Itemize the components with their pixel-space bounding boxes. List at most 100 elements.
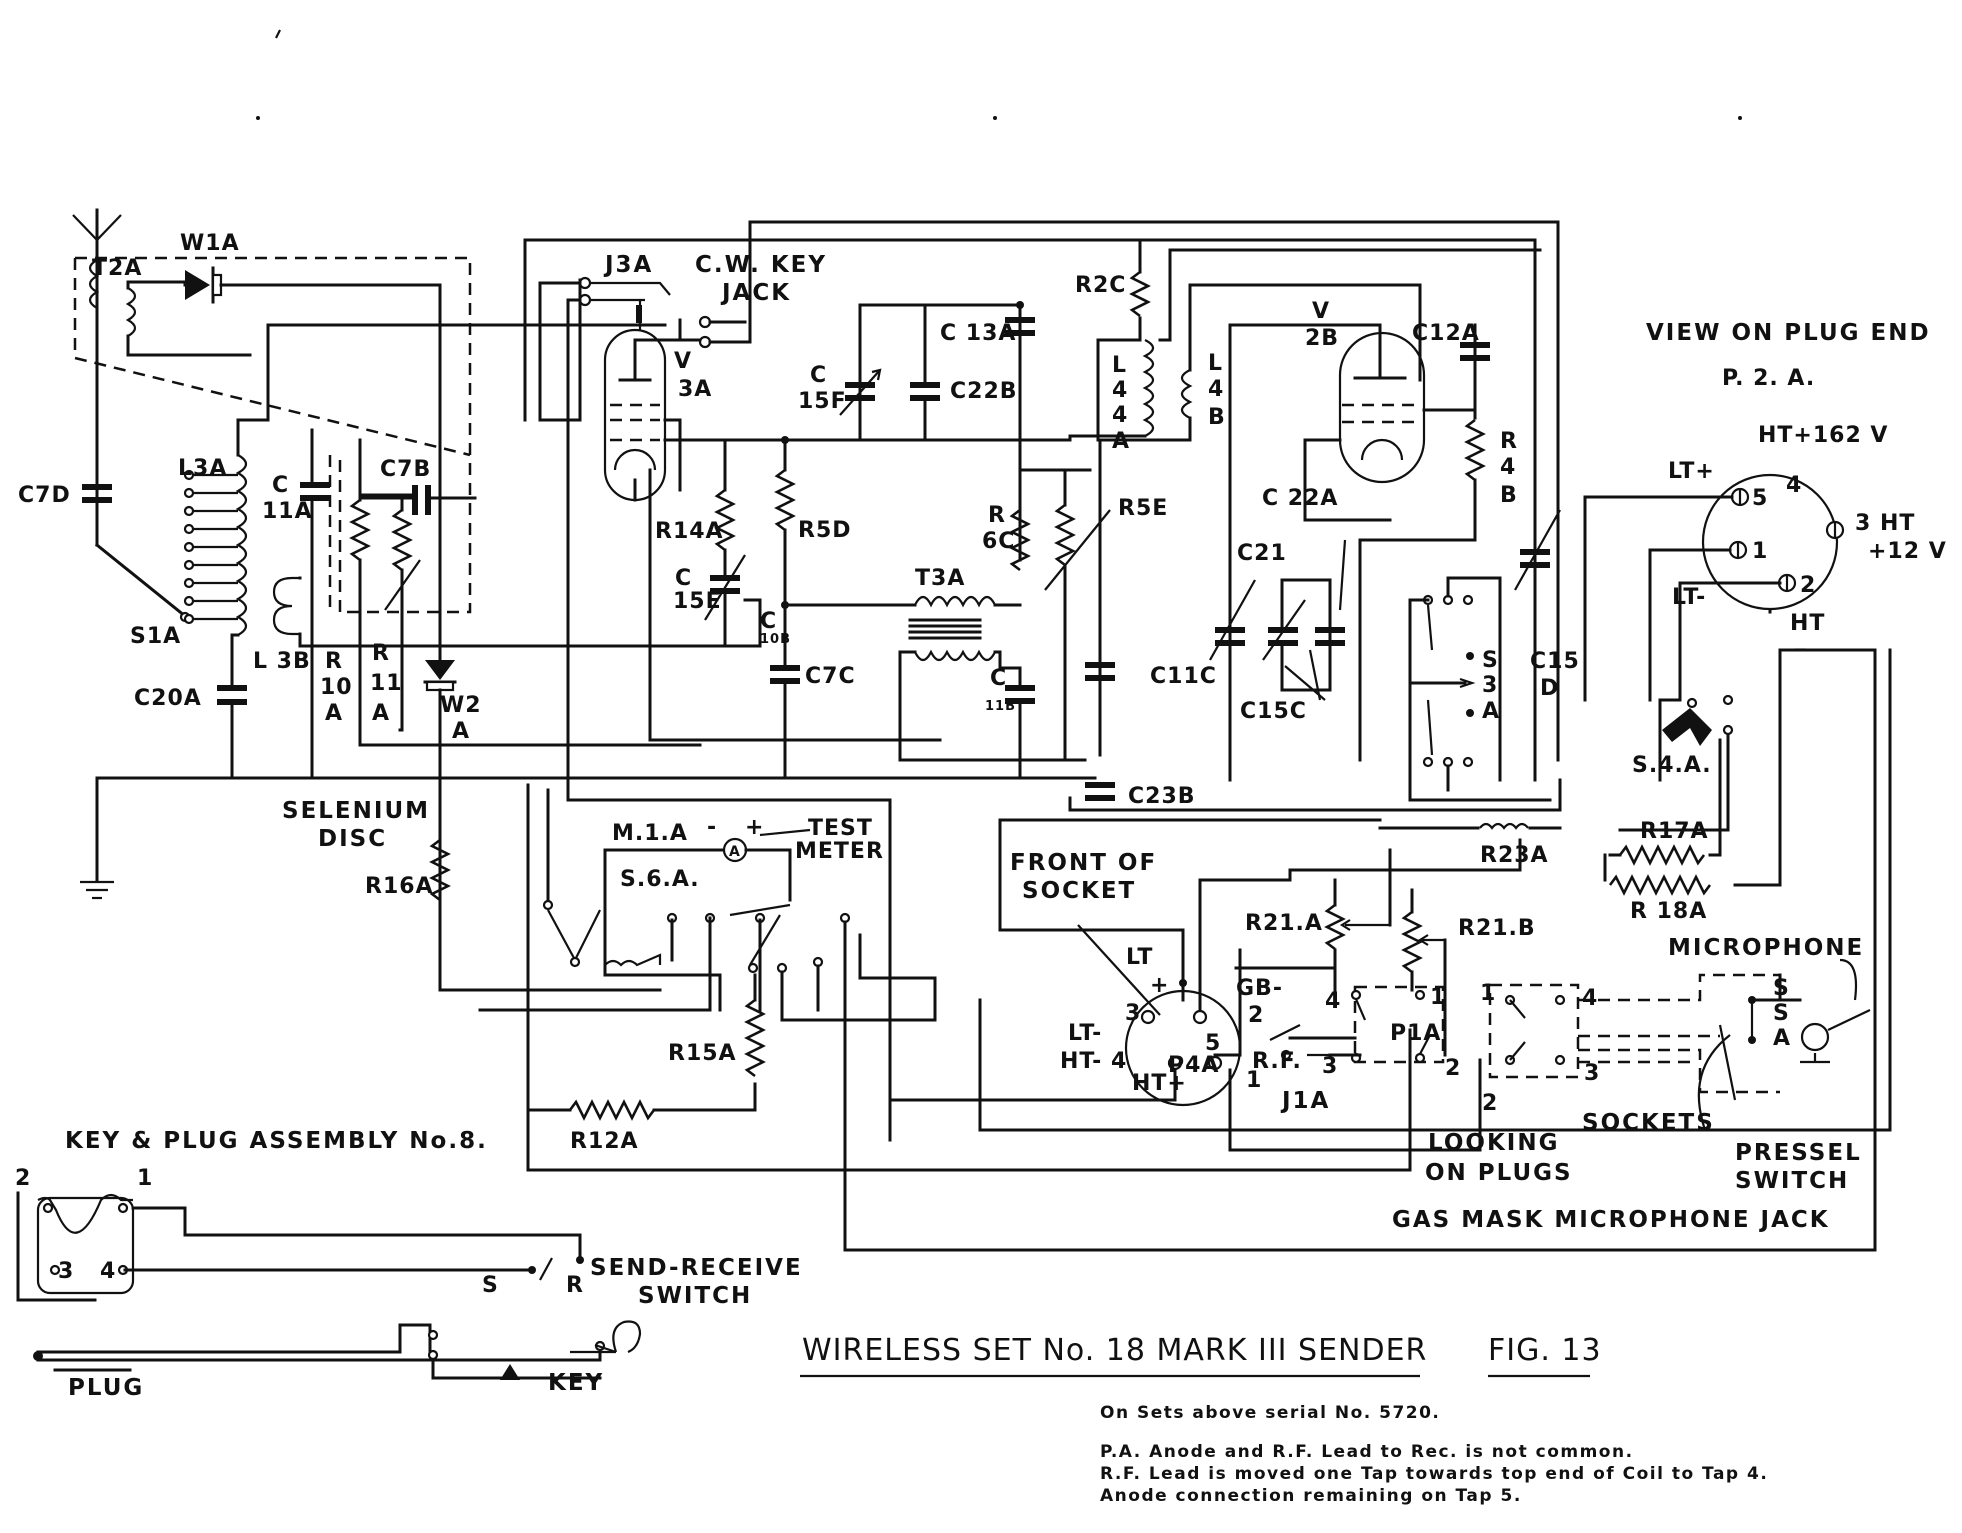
label-r4b-1: R: [1500, 429, 1518, 454]
label-w2a-1: W2: [440, 693, 482, 718]
label-ht-under: HT: [1790, 611, 1825, 636]
label-pressel-1: PRESSEL: [1735, 1140, 1862, 1166]
label-ht12-2: +12 V: [1868, 539, 1947, 564]
label-r12a: R12A: [570, 1129, 639, 1154]
label-c11a-2: 11A: [262, 499, 313, 524]
label-looking-1: LOOKING: [1428, 1130, 1559, 1156]
label-lt-plus2: +: [1150, 973, 1169, 998]
label-v3a-1: V: [674, 349, 692, 374]
label-kp-s: S: [482, 1273, 499, 1298]
label-j3a: J3A: [603, 252, 653, 278]
label-kp-3: 3: [58, 1259, 74, 1284]
label-sock-4: 4: [1582, 986, 1598, 1011]
label-p1a: P1A: [1390, 1021, 1441, 1046]
label-cwkey-1: C.W. KEY: [695, 252, 827, 278]
s4a-switch: [843, 648, 1877, 1252]
label-view-plug: VIEW ON PLUG END: [1646, 320, 1931, 346]
label-gb-1: GB-: [1236, 976, 1283, 1001]
label-l4a-1: L: [1112, 353, 1127, 378]
t3a-transformer: [898, 595, 1087, 780]
r14a-r5d-c15e-c7c: [704, 436, 917, 780]
label-p4a-5: 5: [1205, 1031, 1221, 1056]
label-l3a: L3A: [178, 456, 227, 481]
label-w1a: W1A: [180, 231, 240, 256]
label-j1a: J1A: [1280, 1088, 1330, 1114]
label-lt-minus2: LT-: [1068, 1021, 1102, 1046]
plug-p2a: [1583, 473, 1845, 702]
label-l4a-2: 4: [1112, 378, 1128, 403]
label-c23b: C23B: [1128, 784, 1196, 809]
label-front-2: SOCKET: [1022, 878, 1136, 904]
label-w2a-2: A: [452, 719, 470, 744]
earth-rail: [80, 776, 1097, 900]
label-r6c-1: R: [988, 503, 1006, 528]
scan-marks: [256, 29, 1742, 120]
r17a-r18a-r23a: [1378, 648, 1877, 896]
figure-number: FIG. 13: [1488, 1333, 1602, 1368]
label-v3a-2: 3A: [678, 377, 712, 402]
label-c7d: C7D: [18, 483, 71, 508]
label-rf: R.F.: [1252, 1049, 1302, 1074]
label-r15a: R15A: [668, 1041, 737, 1066]
diagram-title: WIRELESS SET No. 18 MARK III SENDER: [802, 1333, 1427, 1368]
label-r10a-3: A: [325, 701, 343, 726]
note-serial: On Sets above serial No. 5720.: [1100, 1403, 1440, 1423]
label-r10a-1: R: [325, 649, 343, 674]
label-pin1: 1: [1752, 539, 1768, 564]
label-r11a-3: A: [372, 701, 390, 726]
label-c15e-2: 15E: [673, 589, 722, 614]
l3a-taps: [183, 469, 238, 625]
label-ht-minus: HT- 4: [1060, 1049, 1127, 1074]
label-ht12-1: 3 HT: [1855, 511, 1915, 536]
label-s6a: S.6.A.: [620, 867, 700, 892]
label-send-2: SWITCH: [638, 1283, 752, 1309]
label-c13a: C 13A: [940, 321, 1016, 346]
label-t2a: T2A: [92, 256, 142, 281]
label-r17a: R17A: [1640, 819, 1709, 844]
label-c10b-1: C: [760, 609, 777, 634]
v2b-valve: [1228, 323, 1490, 782]
l3a-coil: [183, 323, 762, 780]
label-r5d: R5D: [798, 518, 852, 543]
label-p2a: P. 2. A.: [1722, 366, 1815, 391]
label-c22a: C 22A: [1262, 486, 1338, 511]
label-r14a: R14A: [655, 519, 724, 544]
label-pressel-2: SWITCH: [1735, 1168, 1849, 1194]
label-front-1: FRONT OF: [1010, 850, 1157, 876]
label-r11a-1: R: [372, 641, 390, 666]
microphone-section: [1488, 958, 1871, 1131]
label-c15d-1: C15: [1530, 649, 1580, 674]
label-c15f-2: 15F: [798, 389, 847, 414]
s3a-switch: [1408, 509, 1561, 802]
label-c21: C21: [1237, 541, 1287, 566]
label-key-plug: KEY & PLUG ASSEMBLY No.8.: [65, 1128, 488, 1154]
label-r16a: R16A: [365, 874, 434, 899]
label-r11a-2: 11: [370, 671, 403, 696]
label-r18a: R 18A: [1630, 899, 1707, 924]
label-m1a: M.1.A: [612, 821, 688, 846]
meter-s6a: [478, 783, 1412, 1172]
label-c7c: C7C: [805, 664, 856, 689]
label-l4b-1: L: [1208, 351, 1223, 376]
label-p1a-4: 4: [1325, 989, 1341, 1014]
label-kp-2: 2: [15, 1166, 31, 1191]
label-l4a-3: 4: [1112, 403, 1128, 428]
label-meter-minus: -: [707, 815, 717, 840]
bus-lines: [858, 648, 1892, 1132]
label-ht162: HT+162 V: [1758, 423, 1888, 448]
note-line-2: R.F. Lead is moved one Tap towards top e…: [1100, 1464, 1768, 1484]
label-s1a: S1A: [130, 624, 181, 649]
label-l4a-4: A: [1112, 429, 1130, 454]
label-meter-a: A: [729, 844, 741, 860]
label-selenium-2: DISC: [318, 826, 387, 852]
label-s4a: S.4.A.: [1632, 753, 1712, 778]
label-gas-mask: GAS MASK MICROPHONE JACK: [1392, 1207, 1830, 1233]
label-c15f-1: C: [810, 363, 827, 388]
label-c15e-1: C: [675, 566, 692, 591]
label-cwkey-2: JACK: [720, 280, 791, 306]
label-sockets: SOCKETS: [1582, 1110, 1715, 1136]
label-looking-2: ON PLUGS: [1425, 1160, 1573, 1186]
label-mic-a: A: [1773, 1026, 1791, 1051]
note-line-1: P.A. Anode and R.F. Lead to Rec. is not …: [1100, 1442, 1634, 1462]
label-s3a-3: A: [1482, 699, 1500, 724]
